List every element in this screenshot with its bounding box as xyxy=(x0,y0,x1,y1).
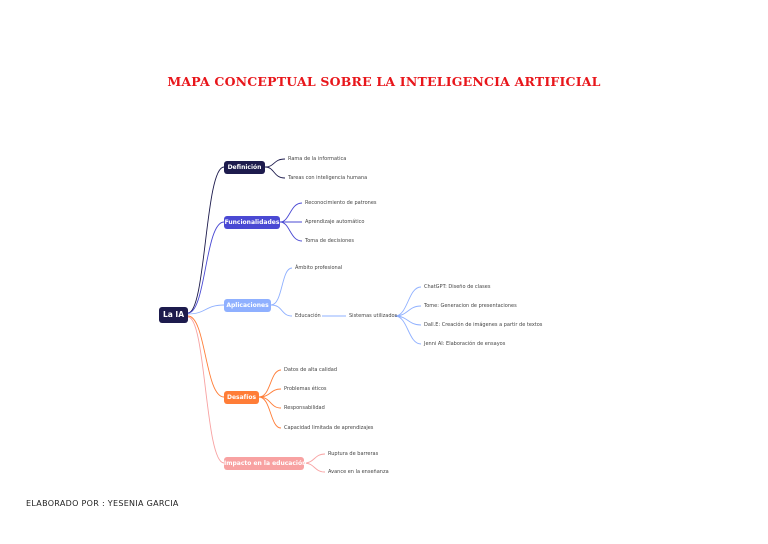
branch-aplicaciones: Aplicaciones xyxy=(224,299,271,312)
leaf-sistemas-utilizados: Sistemas utilizados xyxy=(349,313,398,319)
leaf-educacion: Educación xyxy=(295,313,321,319)
leaf-capacidad-limitada: Capacidad limitada de aprendizajes xyxy=(284,425,374,431)
leaf-tareas-inteligencia: Tareas con inteligencia humana xyxy=(288,175,368,181)
author-credit: ELABORADO POR : YESENIA GARCIA xyxy=(26,499,179,508)
leaf-rama-informatica: Rama de la informatica xyxy=(288,156,347,162)
leaf-tome: Tome: Generacion de presentaciones xyxy=(424,303,517,309)
leaf-dalle: Dall.E: Creación de imágenes a partir de… xyxy=(424,322,543,328)
leaf-aprendizaje: Aprendizaje automático xyxy=(305,219,365,225)
leaf-ambito-profesional: Ámbito profesional xyxy=(295,265,343,271)
branch-desafios: Desafíos xyxy=(224,391,259,404)
leaf-problemas-eticos: Problemas éticos xyxy=(284,386,327,392)
root-node: La IA xyxy=(159,307,188,323)
leaf-reconocimiento: Reconocimiento de patrones xyxy=(305,200,377,206)
branch-funcionalidades: Funcionalidades xyxy=(224,216,280,229)
leaf-datos-calidad: Datos de alta calidad xyxy=(284,367,338,373)
leaf-toma-decisiones: Toma de decisiones xyxy=(305,238,354,244)
leaf-chatgpt: ChatGPT: Diseño de clases xyxy=(424,284,491,290)
map-title: MAPA CONCEPTUAL SOBRE LA INTELIGENCIA AR… xyxy=(167,74,601,89)
branch-impacto: Impacto en la educación xyxy=(224,457,306,470)
leaf-jenni-ai: Jenni AI: Elaboración de ensayos xyxy=(424,341,506,347)
leaf-responsabilidad: Responsabilidad xyxy=(284,405,325,411)
branch-definicion: Definición xyxy=(224,161,265,174)
leaf-ruptura-barreras: Ruptura de barreras xyxy=(328,451,379,457)
leaf-avance-ensenanza: Avance en la enseñanza xyxy=(328,469,389,475)
